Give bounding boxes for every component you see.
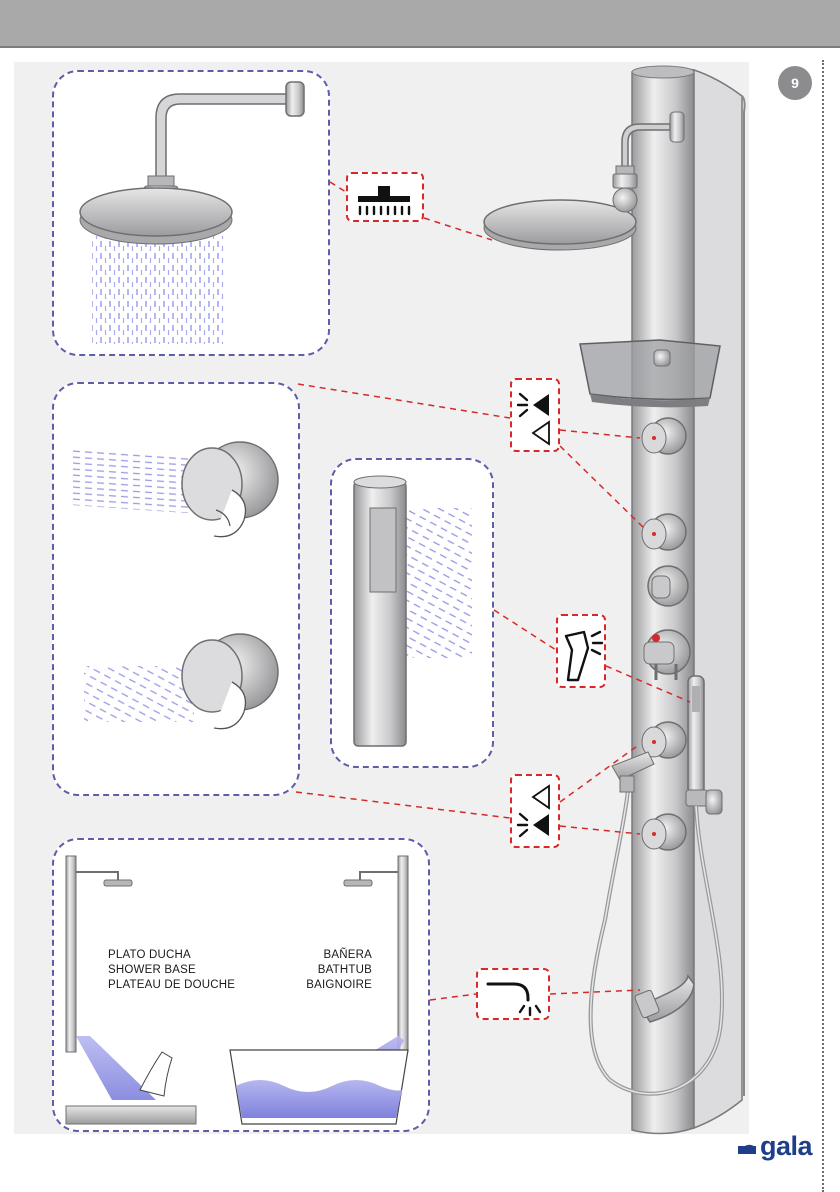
body-jet-detail-bottom	[84, 634, 278, 729]
body-jet-detail-top	[70, 442, 278, 537]
shower-base-label-es: PLATO DUCHA	[108, 948, 235, 963]
shower-base-label: PLATO DUCHA SHOWER BASE PLATEAU DE DOUCH…	[108, 948, 235, 993]
body-jet-icon-upper	[518, 394, 549, 444]
body-jet-icon-lower	[518, 786, 549, 836]
shower-column	[632, 66, 745, 1134]
bathtub-label: BAÑERA BATHTUB BAIGNOIRE	[280, 948, 372, 993]
rain-shower-icon	[358, 186, 410, 214]
spout-icon	[488, 984, 540, 1015]
shower-base-label-fr: PLATEAU DE DOUCHE	[108, 978, 235, 993]
hand-shower-detail	[354, 476, 472, 746]
bathtub-label-fr: BAIGNOIRE	[280, 978, 372, 993]
hand-shower-icon	[566, 632, 602, 680]
brand-name: gala	[760, 1131, 812, 1162]
column-shelf	[580, 340, 720, 407]
column-selector-knob	[648, 566, 688, 606]
bathtub-label-es: BAÑERA	[280, 948, 372, 963]
brand-logo: gala	[732, 1130, 812, 1162]
bathtub-label-en: BATHTUB	[280, 963, 372, 978]
overhead-shower-detail	[80, 82, 304, 344]
shower-base-label-en: SHOWER BASE	[108, 963, 235, 978]
